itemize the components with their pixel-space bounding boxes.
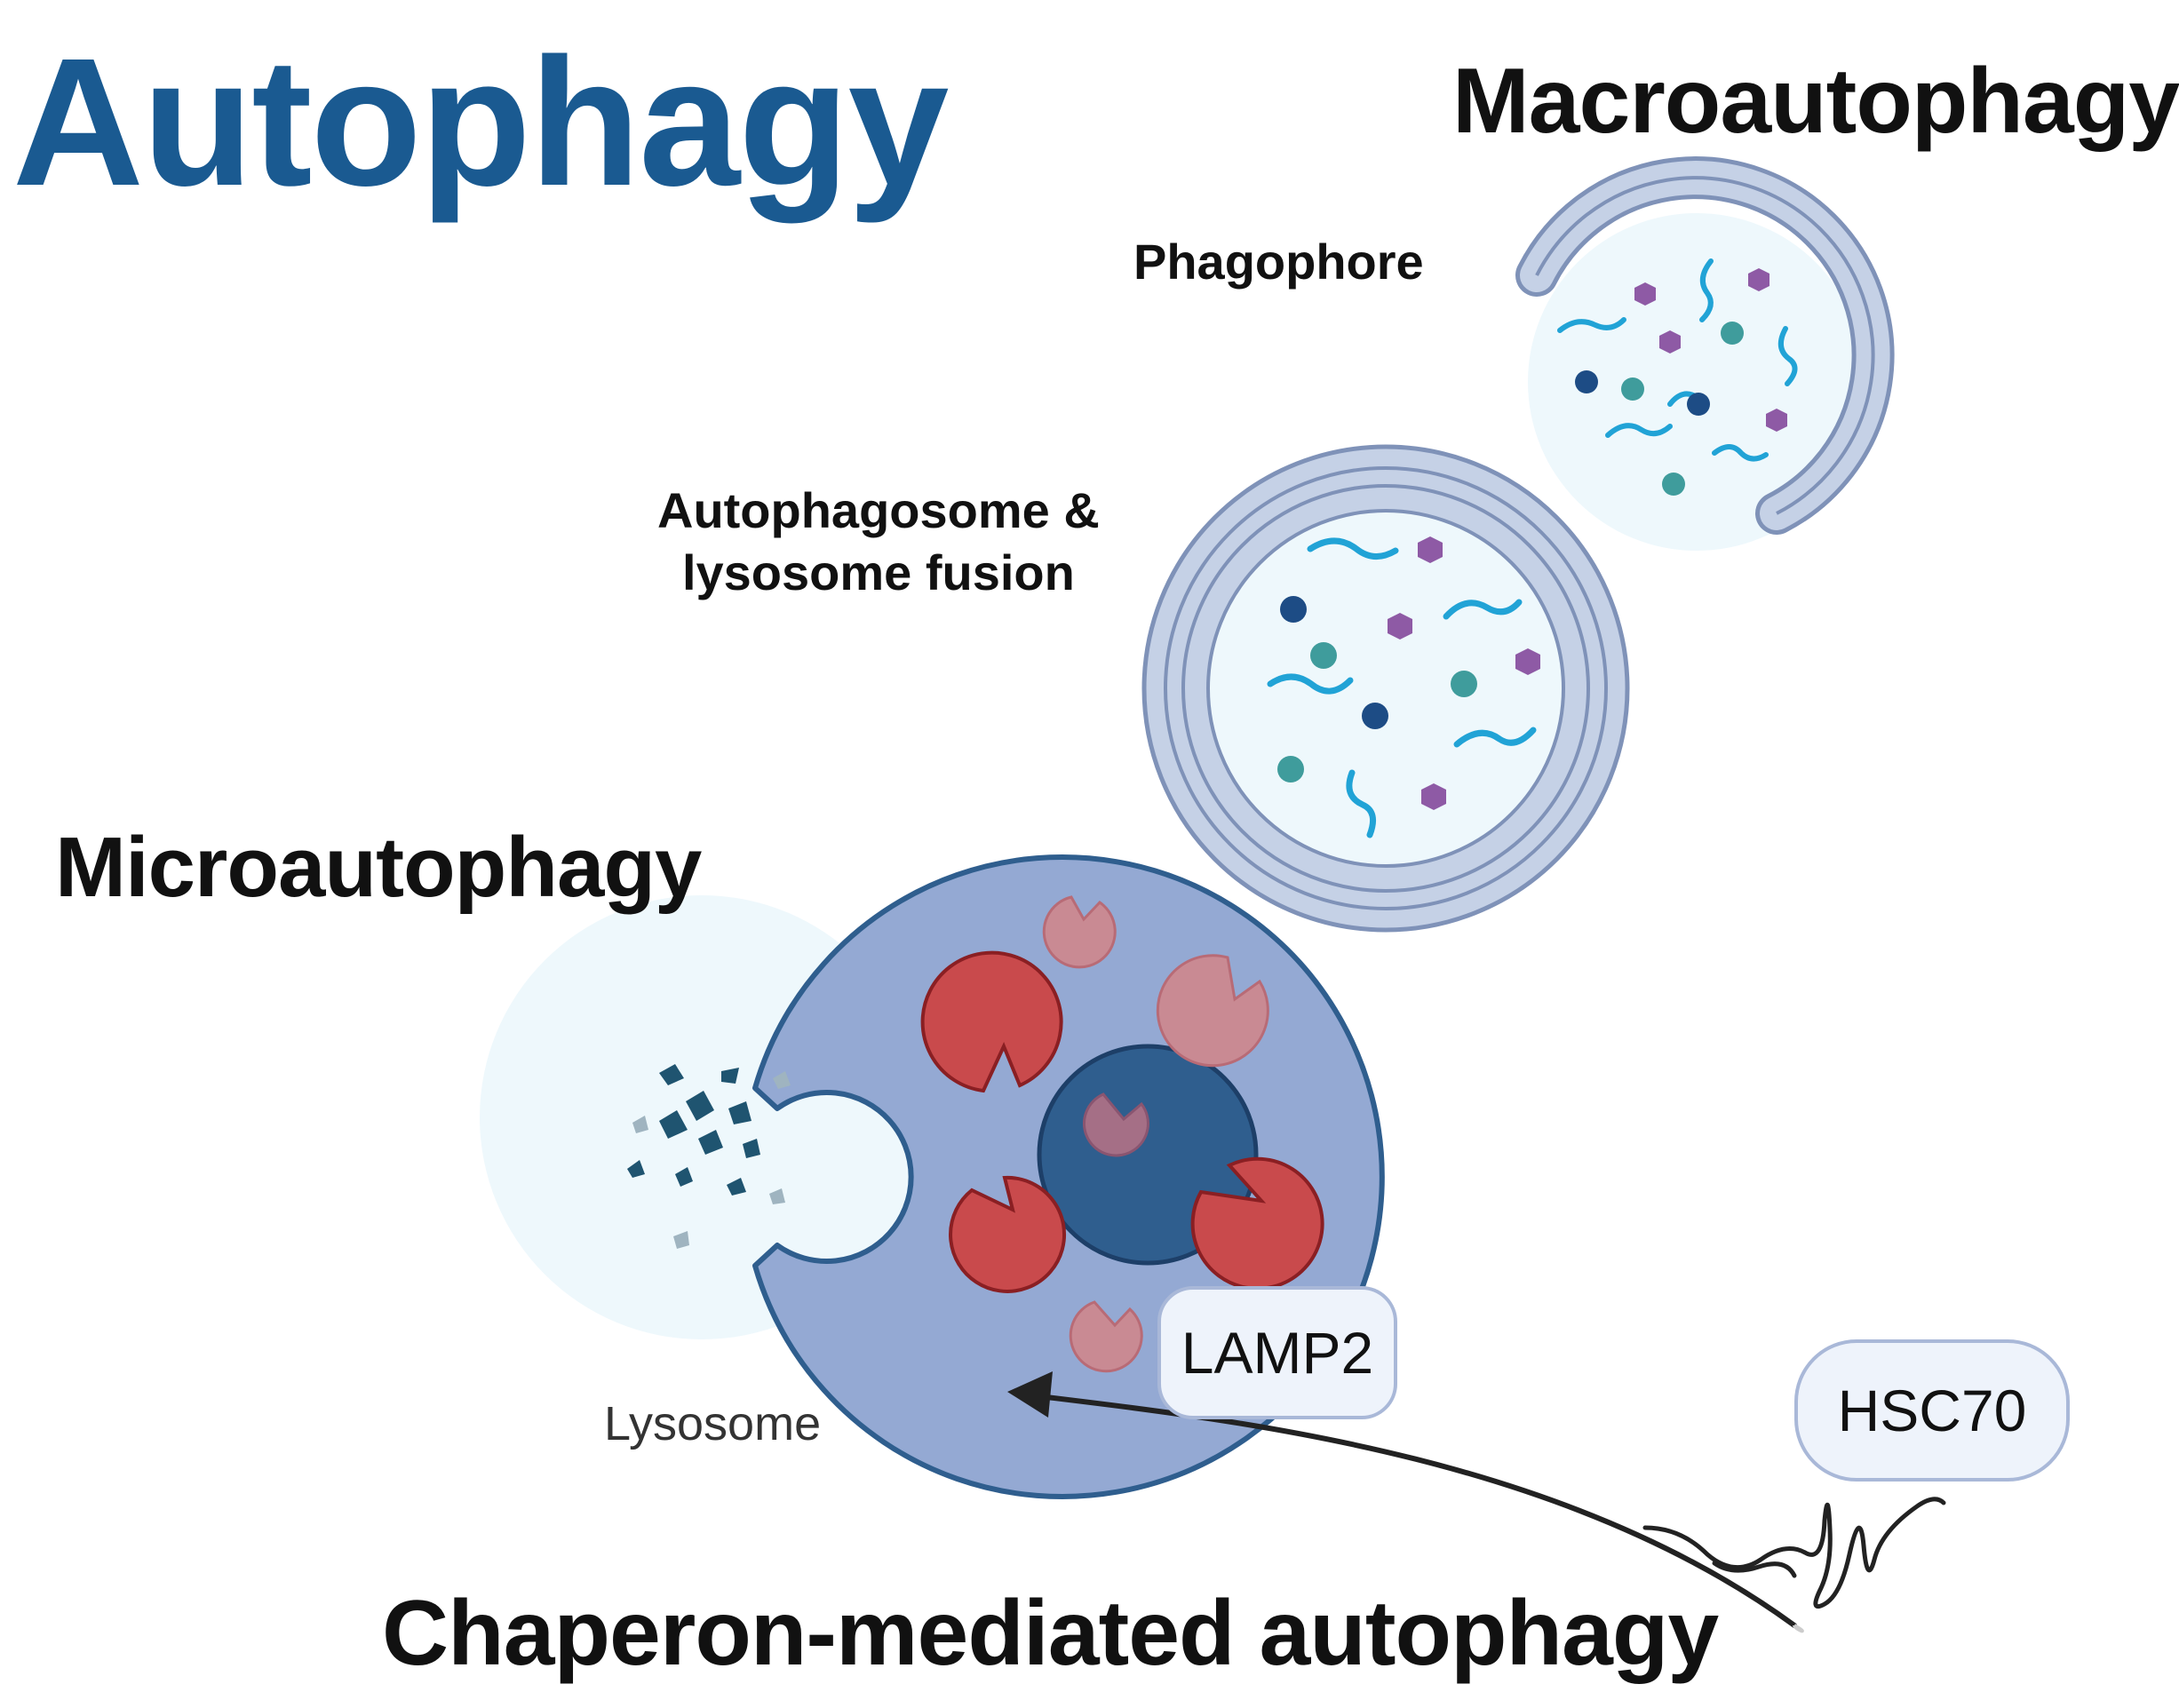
microautophagy-label: Microautophagy: [55, 820, 702, 915]
autophagosome-lumen: [1206, 509, 1565, 868]
chaperone-mediated-autophagy-label: Chaperon-mediated autophagy: [382, 1582, 1719, 1685]
lamp2-receptor-box: LAMP2: [1157, 1286, 1397, 1419]
autophagosome-vesicle: [1141, 444, 1630, 933]
hydrolase-enzymes: [920, 895, 1324, 1373]
fusion-label: Autophagosome & lysosome fusion: [657, 480, 1100, 604]
fusion-label-line1: Autophagosome &: [657, 482, 1100, 538]
phagophore-label: Phagophore: [1133, 234, 1424, 290]
fusion-label-line2: lysosome fusion: [681, 544, 1075, 600]
phagophore-cargo: [1557, 258, 1798, 496]
page-title: Autophagy: [12, 20, 949, 224]
macroautophagy-label: Macroautophagy: [1452, 50, 2179, 153]
phagophore-vesicle: [1515, 156, 1895, 551]
hsc70-chaperone-box: HSC70: [1794, 1339, 2070, 1482]
phagophore-lumen: [1528, 213, 1865, 551]
lysosome-label: Lysosome: [604, 1397, 822, 1450]
substrate-protein-chain: [1642, 1497, 1946, 1609]
cma-arrow: [1007, 1371, 1804, 1633]
cma-arrowhead: [1007, 1371, 1053, 1418]
autophagosome-cargo: [1267, 536, 1540, 838]
micro-cargo-fragments: [627, 1064, 791, 1249]
